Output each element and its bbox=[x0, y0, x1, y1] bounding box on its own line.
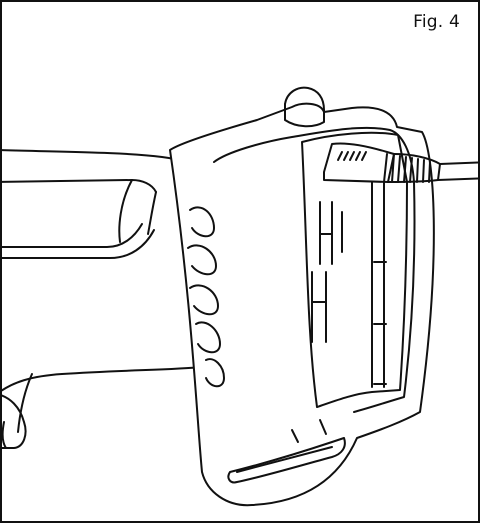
handheld-device-icon bbox=[2, 149, 213, 449]
battery-clip-icon bbox=[169, 86, 435, 507]
figure-label: Fig. 4 bbox=[413, 12, 460, 32]
usb-cable-icon bbox=[323, 142, 478, 183]
